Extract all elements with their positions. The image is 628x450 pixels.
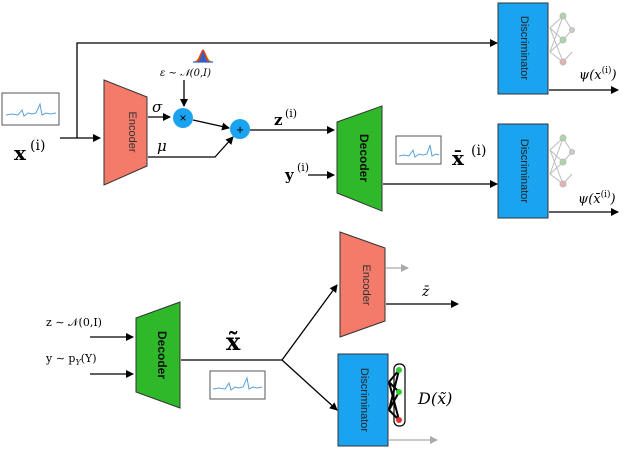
y-prior-label: y ∼ pY(Y) (45, 352, 97, 367)
y-i-superscript: (i) (297, 161, 309, 174)
xbar-i-superscript: (i) (471, 143, 486, 159)
discriminator-top-1-network-icon (549, 12, 575, 66)
input-to-discriminator-arrow (76, 39, 498, 138)
decoder-top-label: Decoder (357, 134, 371, 182)
discriminator-bottom: Discriminator (337, 353, 389, 447)
x-tilde-label: x̃ (226, 327, 241, 356)
discriminator-top-1: Discriminator (497, 2, 549, 95)
decoder-top: Decoder (336, 105, 383, 212)
input-signal-thumbnail (1, 92, 60, 126)
psi-xbar-label: ψ(x̄(i)) (578, 189, 616, 207)
encoder-top-label: Encoder (126, 112, 138, 153)
reconstructed-signal-thumbnail (395, 135, 442, 165)
discriminator-top-1-label: Discriminator (518, 16, 530, 81)
x-i-superscript: (i) (30, 138, 45, 154)
generated-signal-thumbnail (209, 370, 266, 400)
encoder-bottom: Encoder (339, 231, 386, 338)
discriminator-bottom-network-icon (388, 363, 406, 427)
multiply-to-plus-arrow (192, 119, 230, 131)
mu-to-plus-arrow (148, 136, 234, 158)
z-i-label: z (274, 111, 283, 129)
split-to-encoder-arrow (281, 284, 338, 361)
plus-symbol: + (236, 122, 244, 137)
z-i-superscript: (i) (285, 107, 297, 120)
encoder-bottom-label: Encoder (360, 265, 372, 306)
z-bar-label: z̄ (421, 284, 430, 300)
d-x-tilde-label: D(x̃) (417, 389, 452, 408)
discriminator-bottom-label: Discriminator (358, 368, 370, 433)
multiply-symbol: × (179, 111, 186, 125)
decoder-bottom: Decoder (135, 301, 181, 409)
decoder-bottom-label: Decoder (155, 331, 169, 379)
psi-x-label: ψ(x(i)) (579, 65, 617, 83)
multiply-node: × (173, 108, 193, 128)
discriminator-top-2-label: Discriminator (518, 139, 530, 204)
epsilon-label: ε ∼ 𝒩(0,I) (160, 68, 211, 79)
x-i-label: x (14, 141, 27, 165)
y-i-label: y (284, 166, 295, 184)
gaussian-icon (192, 47, 214, 63)
z-prior-label: z ∼ 𝒩(0,I) (46, 316, 102, 329)
mu-label: μ (157, 137, 167, 155)
discriminator-top-2-network-icon (549, 134, 575, 188)
split-to-discriminator-arrow (281, 359, 338, 411)
encoder-top: Encoder (103, 79, 148, 186)
sigma-label: σ (152, 98, 163, 116)
discriminator-top-2: Discriminator (497, 123, 549, 219)
xbar-i-label: x̄ (452, 146, 465, 170)
plus-node: + (230, 119, 250, 139)
